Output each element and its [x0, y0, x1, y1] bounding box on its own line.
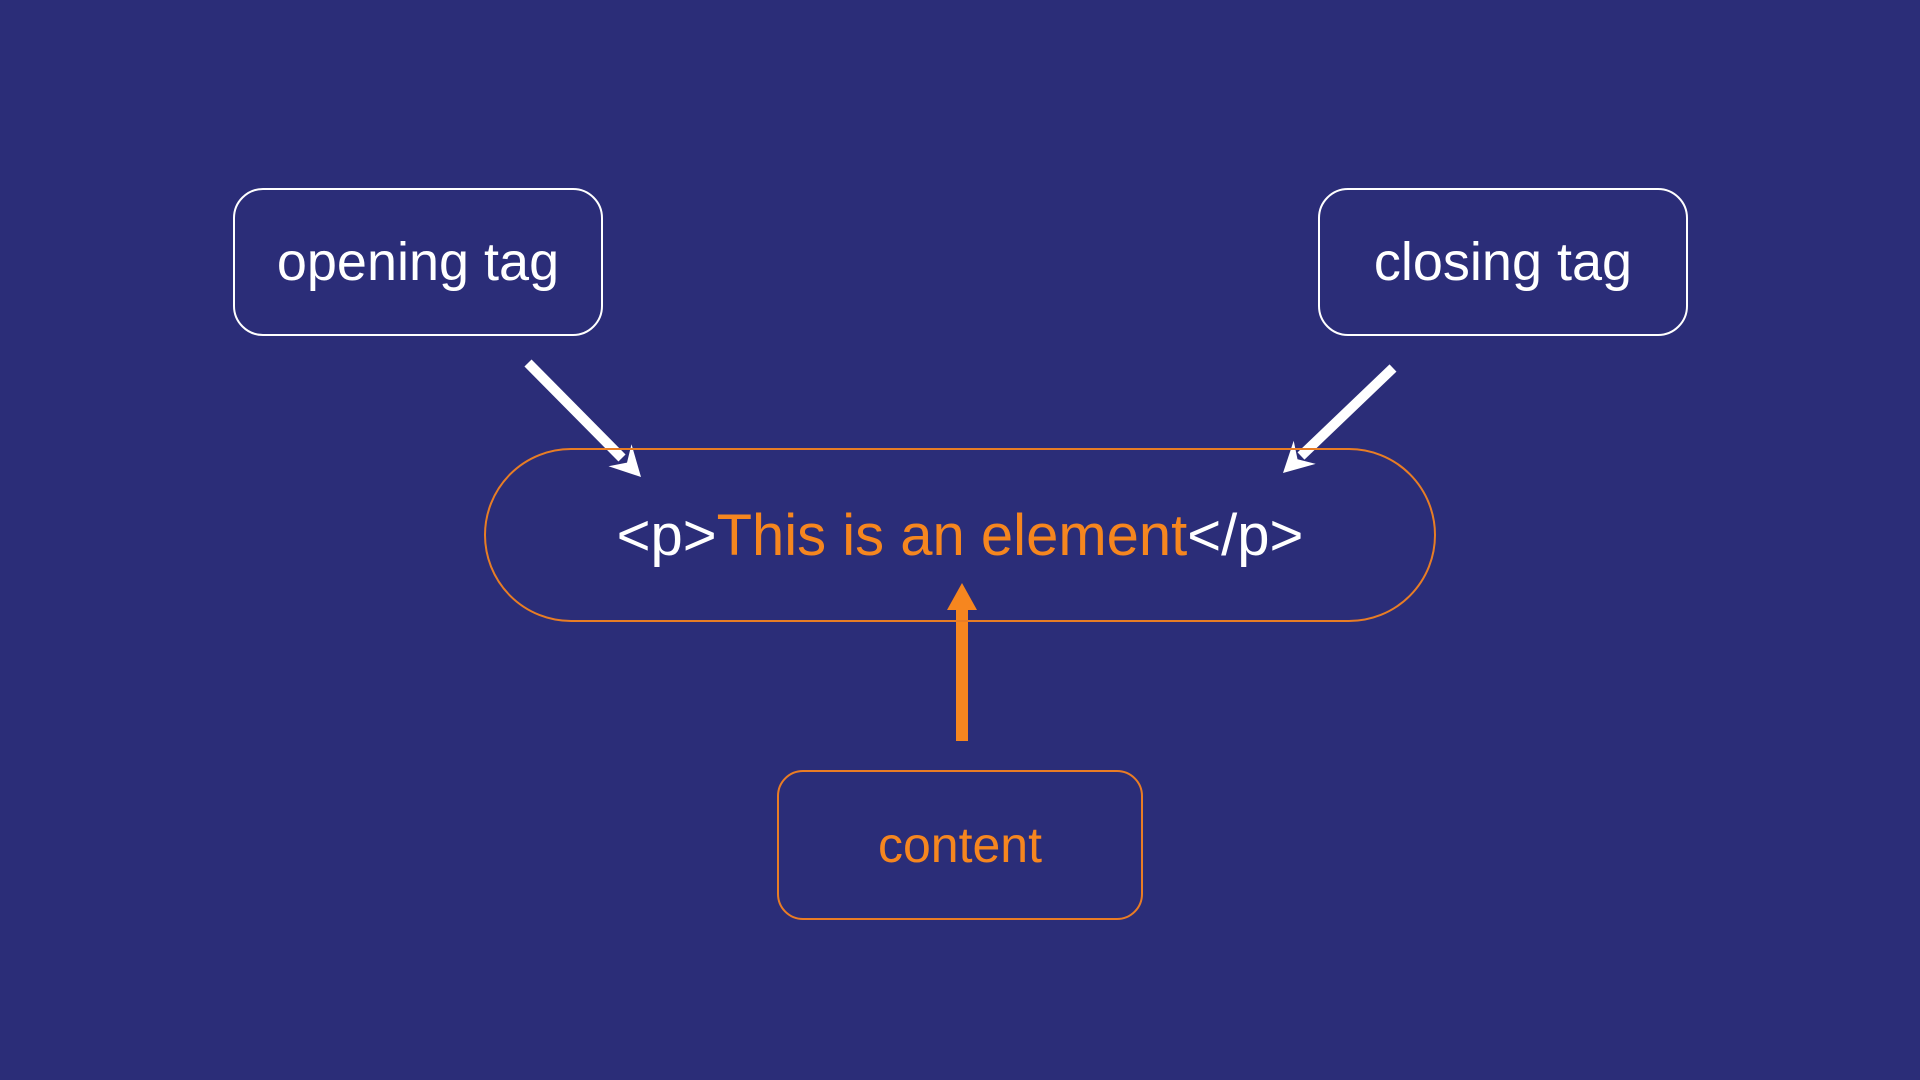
- element-opening-tag-code: <p>: [616, 502, 717, 568]
- element-pill: <p>This is an element</p>: [484, 448, 1436, 622]
- content-label: content: [877, 817, 1042, 873]
- closing-tag-label: closing tag: [1373, 232, 1633, 292]
- closing-tag-box: closing tag: [1318, 188, 1688, 336]
- opening-tag-box: opening tag: [233, 188, 603, 336]
- element-closing-tag-code: </p>: [1187, 502, 1304, 568]
- opening-tag-label: opening tag: [276, 232, 560, 292]
- element-content-code: This is an element: [716, 502, 1188, 568]
- content-box: content: [777, 770, 1143, 920]
